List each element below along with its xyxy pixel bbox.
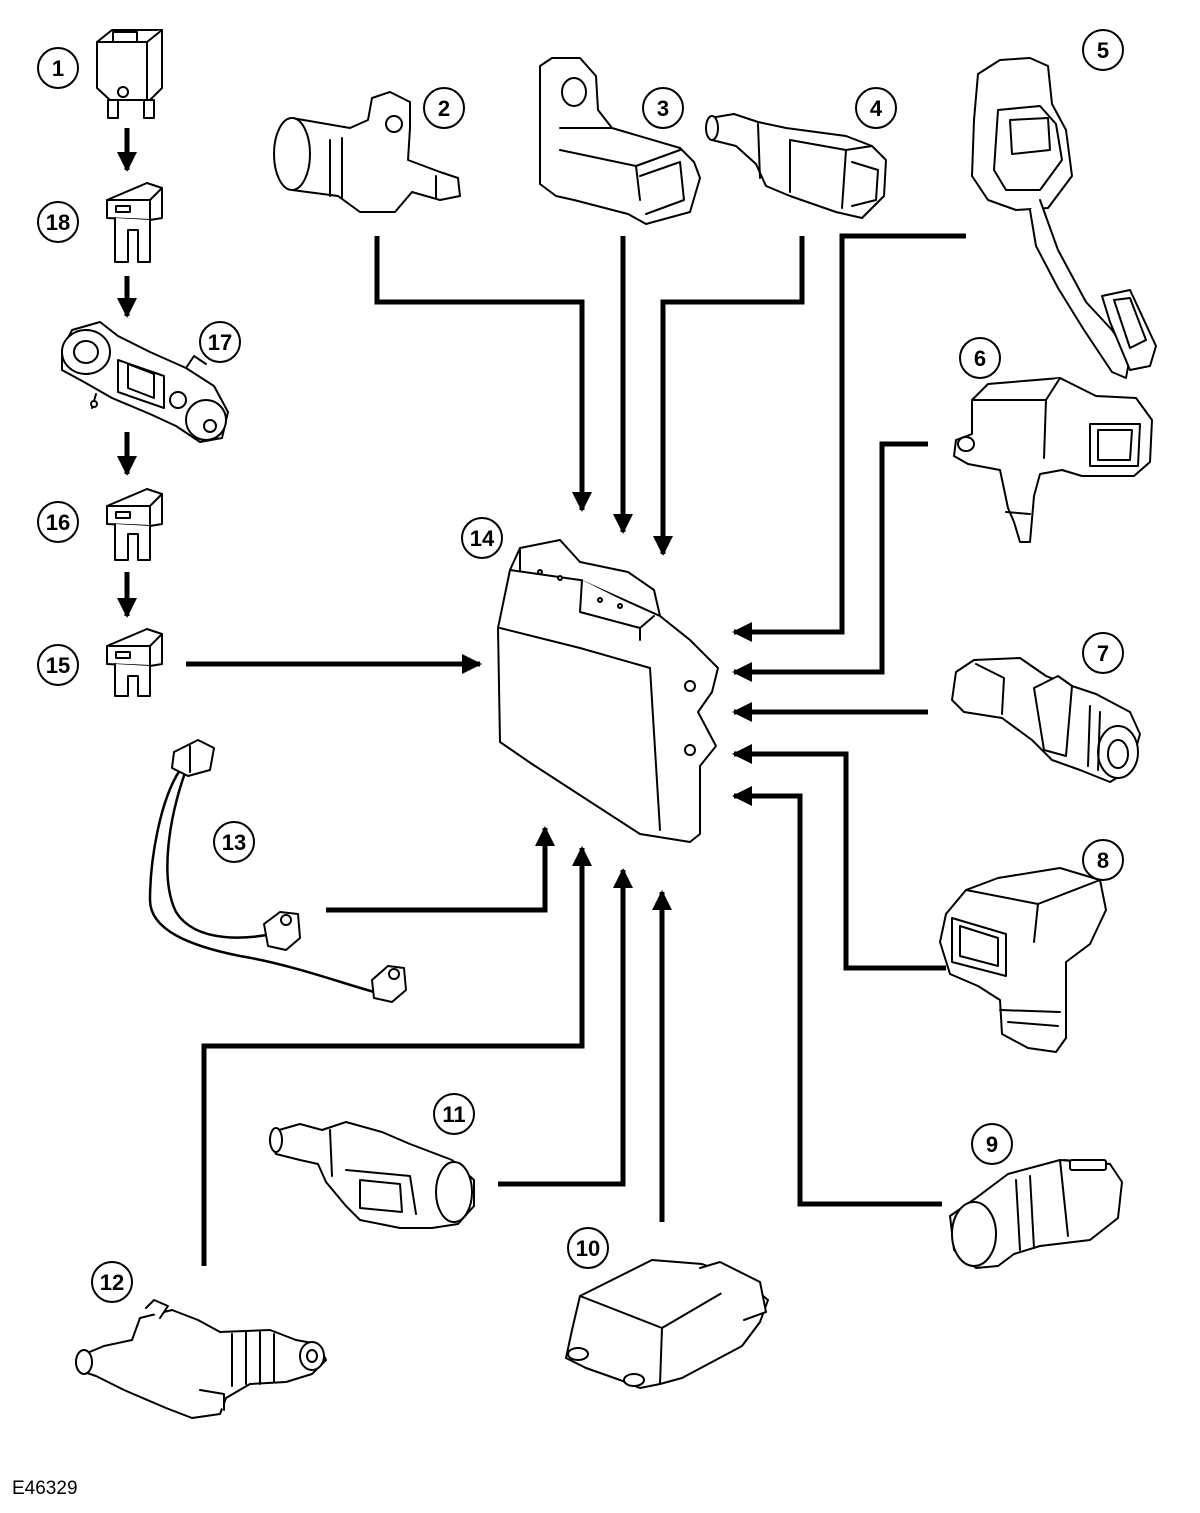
arrow-13-to-14: [326, 826, 555, 913]
control-module-icon: [565, 1259, 769, 1389]
callout-14: 14: [461, 517, 503, 559]
callout-16: 16: [37, 501, 79, 543]
callout-10: 10: [567, 1227, 609, 1269]
coolant-temperature-sensor-icon: [705, 113, 887, 219]
callout-4: 4: [855, 87, 897, 129]
callout-1-label: 1: [52, 56, 64, 81]
callout-6-label: 6: [974, 346, 986, 371]
signal-arrows: [117, 128, 966, 1266]
callout-7: 7: [1082, 632, 1124, 674]
callout-13-label: 13: [222, 830, 246, 855]
arrow-4-to-14: [653, 236, 805, 556]
fuse-icon-15: [106, 628, 163, 697]
pressure-sensor-icon: [951, 657, 1141, 783]
callout-17: 17: [199, 321, 241, 363]
figure-reference: E46329: [12, 1478, 78, 1499]
camshaft-position-sensor-icon: [539, 57, 701, 225]
callout-5: 5: [1082, 29, 1124, 71]
relay-icon: [96, 29, 163, 119]
arrow-12-to-14: [201, 846, 592, 1266]
arrow-5-to-14: [732, 233, 966, 642]
callout-2-label: 2: [438, 96, 450, 121]
arrow-6-to-14: [732, 441, 928, 682]
callout-5-label: 5: [1097, 38, 1109, 63]
callout-8-label: 8: [1097, 848, 1109, 873]
callout-3-label: 3: [657, 96, 669, 121]
callout-10-label: 10: [576, 1236, 600, 1261]
callout-12: 12: [91, 1261, 133, 1303]
callout-2: 2: [423, 87, 465, 129]
callout-1: 1: [37, 47, 79, 89]
callout-14-label: 14: [470, 526, 495, 551]
callout-11: 11: [433, 1093, 475, 1135]
callout-17-label: 17: [208, 330, 232, 355]
callout-4-label: 4: [870, 96, 883, 121]
callout-3: 3: [642, 87, 684, 129]
engine-control-module-icon: [497, 539, 719, 843]
fuse-icon-16: [106, 488, 163, 561]
knock-sensor-harness-icon: [148, 739, 407, 1003]
clutch-master-cylinder-icon: [75, 1299, 327, 1419]
callout-18: 18: [37, 201, 79, 243]
callout-15: 15: [37, 644, 79, 686]
callout-16-label: 16: [46, 510, 70, 535]
callout-9-label: 9: [986, 1132, 998, 1157]
brake-switch-icon: [269, 1121, 475, 1229]
callout-6: 6: [959, 337, 1001, 379]
callout-7-label: 7: [1097, 641, 1109, 666]
callouts: 1 2 3 4 5 6 7 8 9 10 11 12 13 14 15: [37, 29, 1124, 1303]
temperature-sensor-icon: [949, 1159, 1123, 1269]
arrow-11-to-14: [498, 868, 633, 1187]
crankshaft-position-sensor-icon: [273, 91, 461, 213]
mass-air-flow-sensor-icon: [939, 867, 1107, 1053]
arrow-8-to-14: [732, 744, 946, 971]
callout-11-label: 11: [442, 1102, 465, 1127]
callout-15-label: 15: [46, 653, 70, 678]
callout-18-label: 18: [46, 210, 70, 235]
ignition-switch-icon: [61, 321, 229, 443]
manifold-pressure-sensor-icon: [953, 377, 1153, 543]
fuse-icon-18: [106, 182, 163, 263]
arrow-9-to-14: [732, 786, 942, 1207]
arrow-2-to-14: [374, 236, 592, 512]
callout-12-label: 12: [100, 1270, 124, 1295]
callout-9: 9: [971, 1123, 1013, 1165]
callout-8: 8: [1082, 839, 1124, 881]
accelerator-pedal-sensor-icon: [971, 57, 1157, 379]
callout-13: 13: [213, 821, 255, 863]
